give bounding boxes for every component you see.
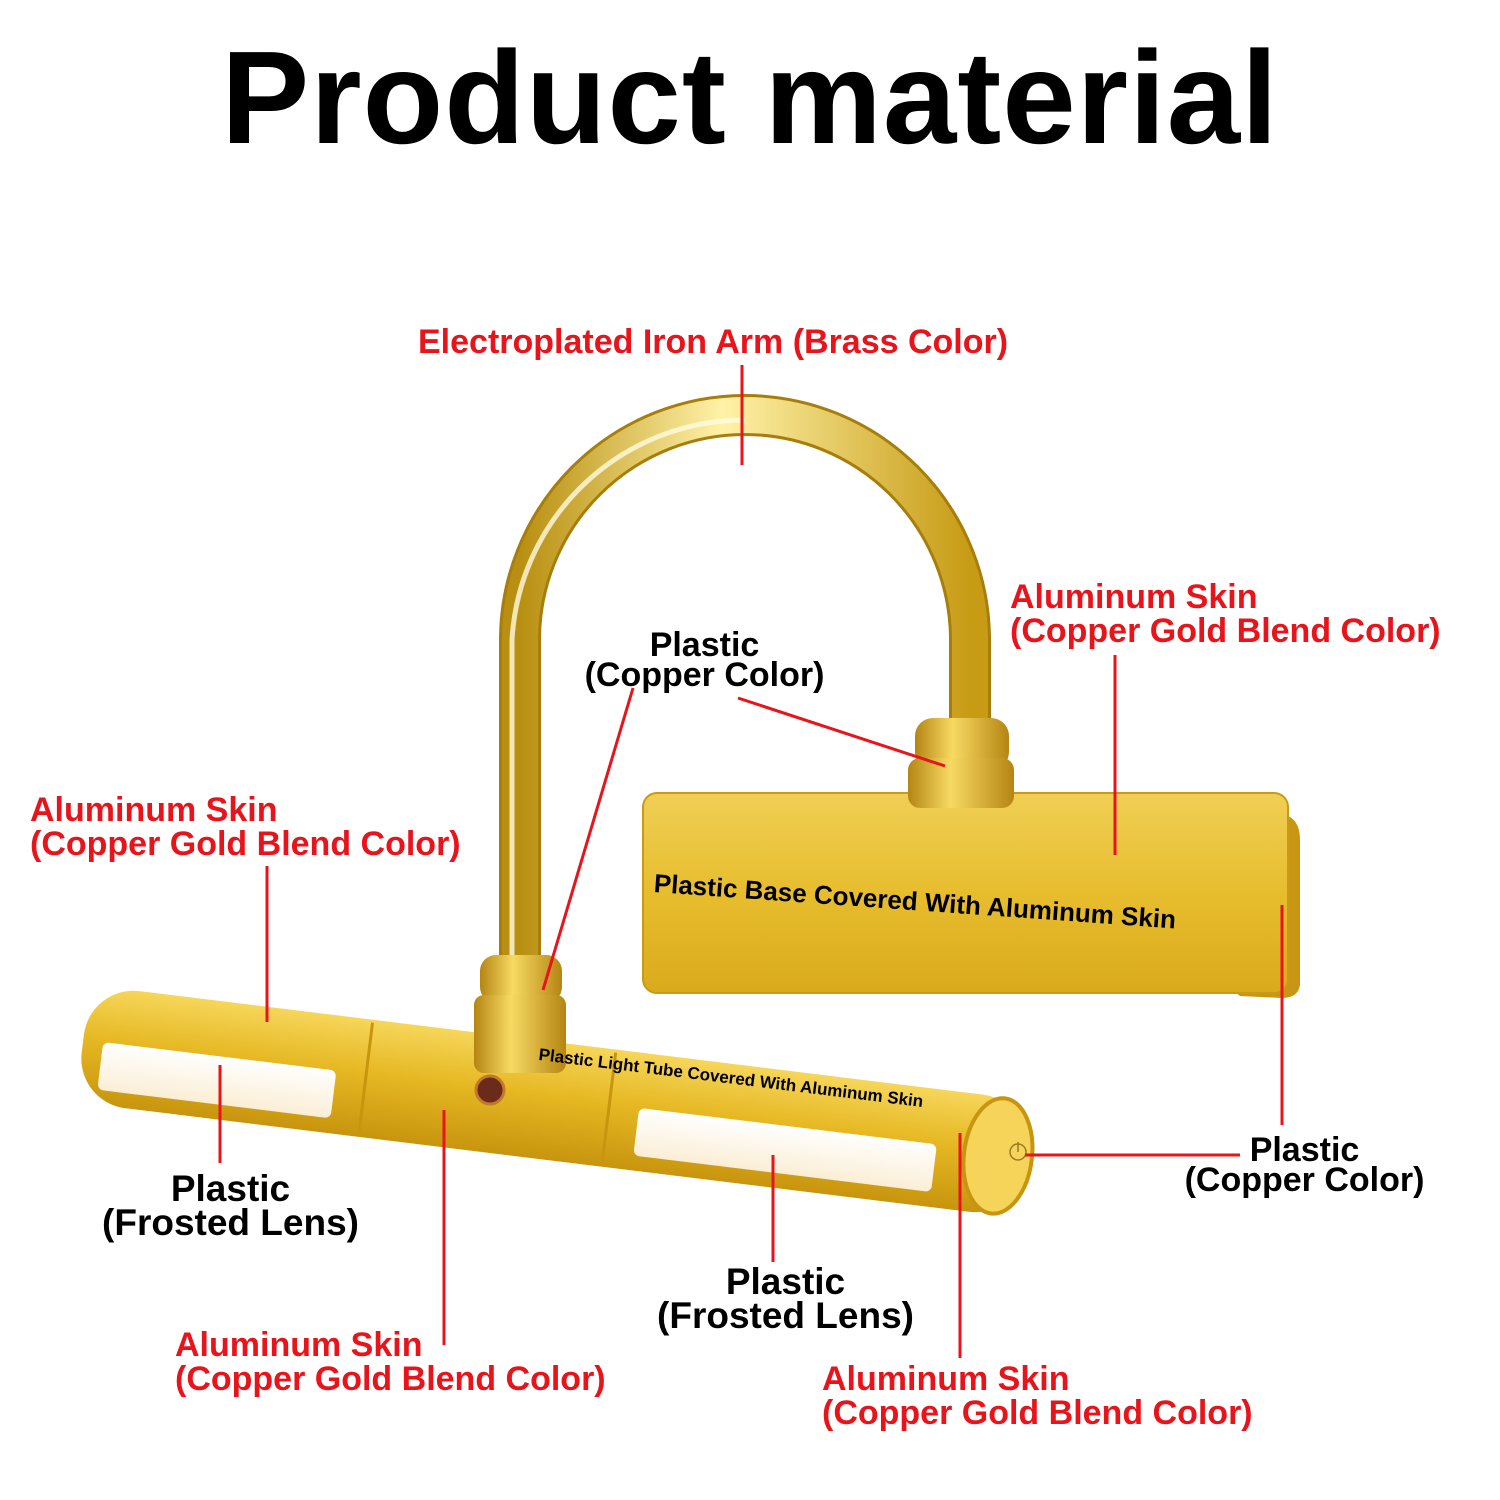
label-lens-mid: Plastic (Frosted Lens) <box>657 1261 914 1336</box>
frosted-lens-right <box>633 1108 937 1192</box>
label-plastic-copper-top: Plastic (Copper Color) <box>584 626 825 694</box>
label-skin-tube-bottom: Aluminum Skin (Copper Gold Blend Color) <box>175 1326 606 1398</box>
label-skin-base: Aluminum Skin (Copper Gold Blend Color) <box>1010 578 1441 650</box>
power-icon <box>1009 1142 1027 1161</box>
label-plastic-copper-right: Plastic (Copper Color) <box>1184 1131 1425 1199</box>
sensor-button <box>474 1074 506 1106</box>
leader-lines <box>218 365 1284 1358</box>
label-lens-left: Plastic (Frosted Lens) <box>102 1168 359 1243</box>
leader-collar <box>541 687 635 991</box>
label-skin-tube-end: Aluminum Skin (Copper Gold Blend Color) <box>822 1360 1253 1432</box>
iron-arm <box>499 394 991 975</box>
leader-base-collar <box>737 696 946 768</box>
frosted-lens-left <box>97 1042 336 1118</box>
base-collar <box>908 718 1014 808</box>
tube-collar <box>474 955 566 1106</box>
page-title: Product material <box>221 24 1279 171</box>
end-cap <box>961 1096 1035 1216</box>
label-skin-tube-left: Aluminum Skin (Copper Gold Blend Color) <box>30 791 461 863</box>
label-arm: Electroplated Iron Arm (Brass Color) <box>418 323 1009 361</box>
light-tube <box>81 990 1035 1216</box>
wall-base <box>642 792 1300 998</box>
